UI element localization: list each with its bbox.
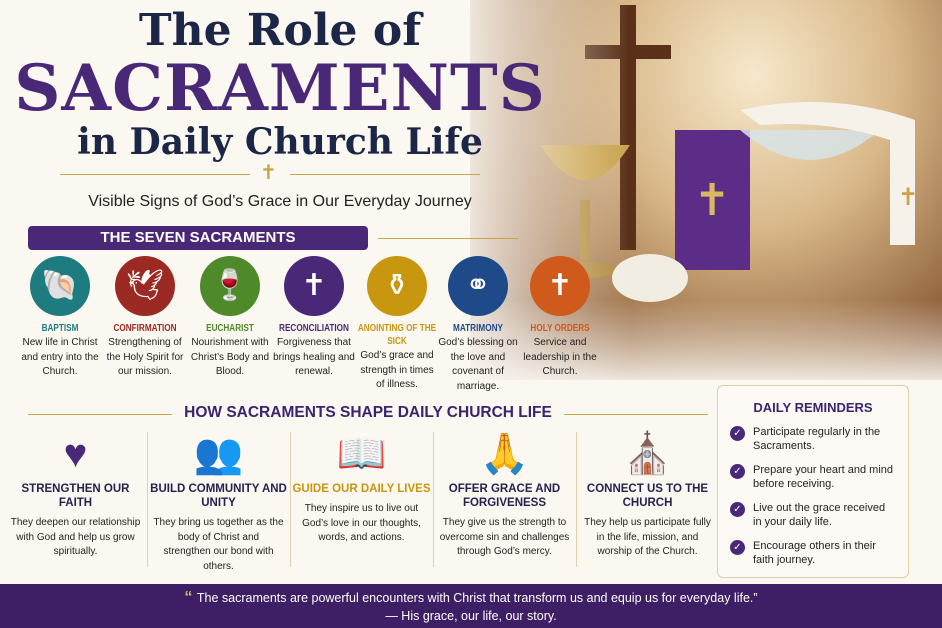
title-line-1: The Role of — [138, 5, 422, 56]
cross-icon: ✝ — [260, 162, 277, 184]
divider — [378, 238, 518, 239]
check-icon: ✓ — [730, 540, 745, 555]
shape-item-3: 🙏 OFFER GRACE AND FORGIVENESS They give … — [433, 430, 576, 560]
quote: “ The sacraments are powerful encounters… — [0, 584, 942, 606]
reminder-item: ✓ Encourage others in their faith journey… — [730, 539, 896, 567]
reminder-item: ✓ Participate regularly in the Sacraments… — [730, 425, 896, 453]
shape-desc: They inspire us to live out God’s love i… — [302, 503, 421, 543]
dove-icon: 🕊 — [115, 256, 175, 316]
sacrament-desc: Nourishment with Christ’s Body and Blood… — [190, 337, 270, 377]
sacrament-name: EUCHARIST — [189, 322, 271, 335]
shape-section-heading: HOW SACRAMENTS SHAPE DAILY CHURCH LIFE — [28, 404, 708, 422]
quote-signature: — His grace, our life, our story. — [385, 609, 557, 623]
bible-icon: 📖 — [336, 432, 387, 476]
column-divider — [433, 432, 434, 567]
column-divider — [147, 432, 148, 567]
shape-desc: They deepen our relationship with God an… — [10, 517, 141, 557]
seven-sacraments-heading: THE SEVEN SACRAMENTS — [28, 226, 368, 250]
reminders-heading: DAILY REMINDERS — [753, 400, 873, 415]
rings-icon: ⚭ — [448, 256, 508, 316]
cross-icon: ✝ — [530, 256, 590, 316]
title-line-2: SACRAMENTS — [14, 51, 546, 126]
sacrament-name: BAPTISM — [19, 322, 101, 335]
sacrament-name: MATRIMONY — [437, 322, 519, 335]
reminder-text: Participate regularly in the Sacraments. — [753, 426, 881, 452]
sacrament-name-text: EUCHARIST — [206, 322, 254, 334]
sacrament-name-text: ANOINTING OF THE SICK — [357, 322, 437, 347]
sacrament-3: ✝ RECONCILIATION Forgiveness that brings… — [273, 256, 355, 380]
column-divider — [290, 432, 291, 567]
praying-hands-icon: 🙏 — [479, 432, 530, 476]
quote-mark-icon: “ — [184, 589, 197, 606]
sacrament-desc: Service and leadership in the Church. — [523, 337, 597, 377]
sacrament-name-text: RECONCILIATION — [279, 322, 349, 334]
church-icon: ⛪ — [622, 432, 673, 476]
svg-text:✝: ✝ — [694, 176, 731, 225]
hands-heart-icon: ♥ — [63, 432, 88, 476]
check-icon: ✓ — [730, 426, 745, 441]
shape-title: BUILD COMMUNITY AND UNITY — [150, 483, 287, 509]
people-icon: 👥 — [193, 432, 244, 476]
sacrament-desc: God’s blessing on the love and covenant … — [438, 337, 518, 392]
sacrament-6: ✝ HOLY ORDERS Service and leadership in … — [519, 256, 601, 380]
oil-jar-icon: ⚱ — [367, 256, 427, 316]
shape-item-4: ⛪ CONNECT US TO THE CHURCH They help us … — [576, 430, 719, 560]
reminder-text: Encourage others in their faith journey. — [753, 540, 876, 566]
sacrament-4: ⚱ ANOINTING OF THE SICK God’s grace and … — [356, 256, 438, 393]
shape-item-0: ♥ STRENGTHEN OUR FAITH They deepen our r… — [4, 430, 147, 560]
quote-text: The sacraments are powerful encounters w… — [196, 591, 758, 605]
shape-title: STRENGTHEN OUR FAITH — [21, 483, 130, 509]
shape-desc: They give us the strength to overcome si… — [439, 517, 570, 557]
sacrament-0: 🐚 BAPTISM New life in Christ and entry i… — [19, 256, 101, 380]
sacrament-desc: God’s grace and strength in times of ill… — [360, 350, 434, 390]
reminder-text: Prepare your heart and mind before recei… — [753, 464, 894, 490]
sacrament-desc: Forgiveness that brings healing and rene… — [273, 337, 355, 377]
shape-item-1: 👥 BUILD COMMUNITY AND UNITY They bring u… — [147, 430, 290, 574]
daily-reminders-box: DAILY REMINDERS ✓ Participate regularly i… — [717, 385, 909, 578]
shape-desc: They help us participate fully in the li… — [584, 517, 711, 557]
shape-title: OFFER GRACE AND FORGIVENESS — [448, 483, 561, 509]
section-title: HOW SACRAMENTS SHAPE DAILY CHURCH LIFE — [172, 404, 564, 421]
sacrament-name-text: HOLY ORDERS — [530, 322, 590, 334]
sacrament-name: ANOINTING OF THE SICK — [356, 322, 438, 348]
sacrament-2: 🍷 EUCHARIST Nourishment with Christ’s Bo… — [189, 256, 271, 380]
shell-icon: 🐚 — [30, 256, 90, 316]
sacrament-name: HOLY ORDERS — [519, 322, 601, 335]
sacrament-5: ⚭ MATRIMONY God’s blessing on the love a… — [437, 256, 519, 394]
shape-title: CONNECT US TO THE CHURCH — [586, 483, 709, 509]
stole-icon: ✝ — [284, 256, 344, 316]
check-icon: ✓ — [730, 502, 745, 517]
title-ornament: ✝ — [60, 162, 480, 184]
reminder-item: ✓ Live out the grace received in your dai… — [730, 501, 896, 529]
reminder-item: ✓ Prepare your heart and mind before rece… — [730, 463, 896, 491]
title-line-3: in Daily Church Life — [77, 121, 483, 163]
sacrament-name: RECONCILIATION — [273, 322, 355, 335]
chalice-icon: 🍷 — [200, 256, 260, 316]
quote-footer: “ The sacraments are powerful encounters… — [0, 584, 942, 628]
check-icon: ✓ — [730, 464, 745, 479]
shape-item-2: 📖 GUIDE OUR DAILY LIVES They inspire us … — [290, 430, 433, 546]
svg-text:✝: ✝ — [898, 184, 918, 211]
sacrament-name-text: MATRIMONY — [453, 322, 503, 334]
shape-desc: They bring us together as the body of Ch… — [153, 517, 284, 572]
sacrament-name-text: BAPTISM — [41, 322, 79, 334]
sacrament-name: CONFIRMATION — [104, 322, 186, 335]
sacrament-name-text: CONFIRMATION — [113, 322, 177, 334]
shape-title: GUIDE OUR DAILY LIVES — [292, 483, 431, 495]
subtitle: Visible Signs of God’s Grace in Our Ever… — [88, 193, 472, 210]
column-divider — [576, 432, 577, 567]
reminder-text: Live out the grace received in your dail… — [753, 502, 886, 528]
sacrament-desc: New life in Christ and entry into the Ch… — [21, 337, 99, 377]
sacrament-1: 🕊 CONFIRMATION Strengthening of the Holy… — [104, 256, 186, 380]
sacrament-desc: Strengthening of the Holy Spirit for our… — [106, 337, 184, 377]
photo-fade — [470, 300, 942, 390]
